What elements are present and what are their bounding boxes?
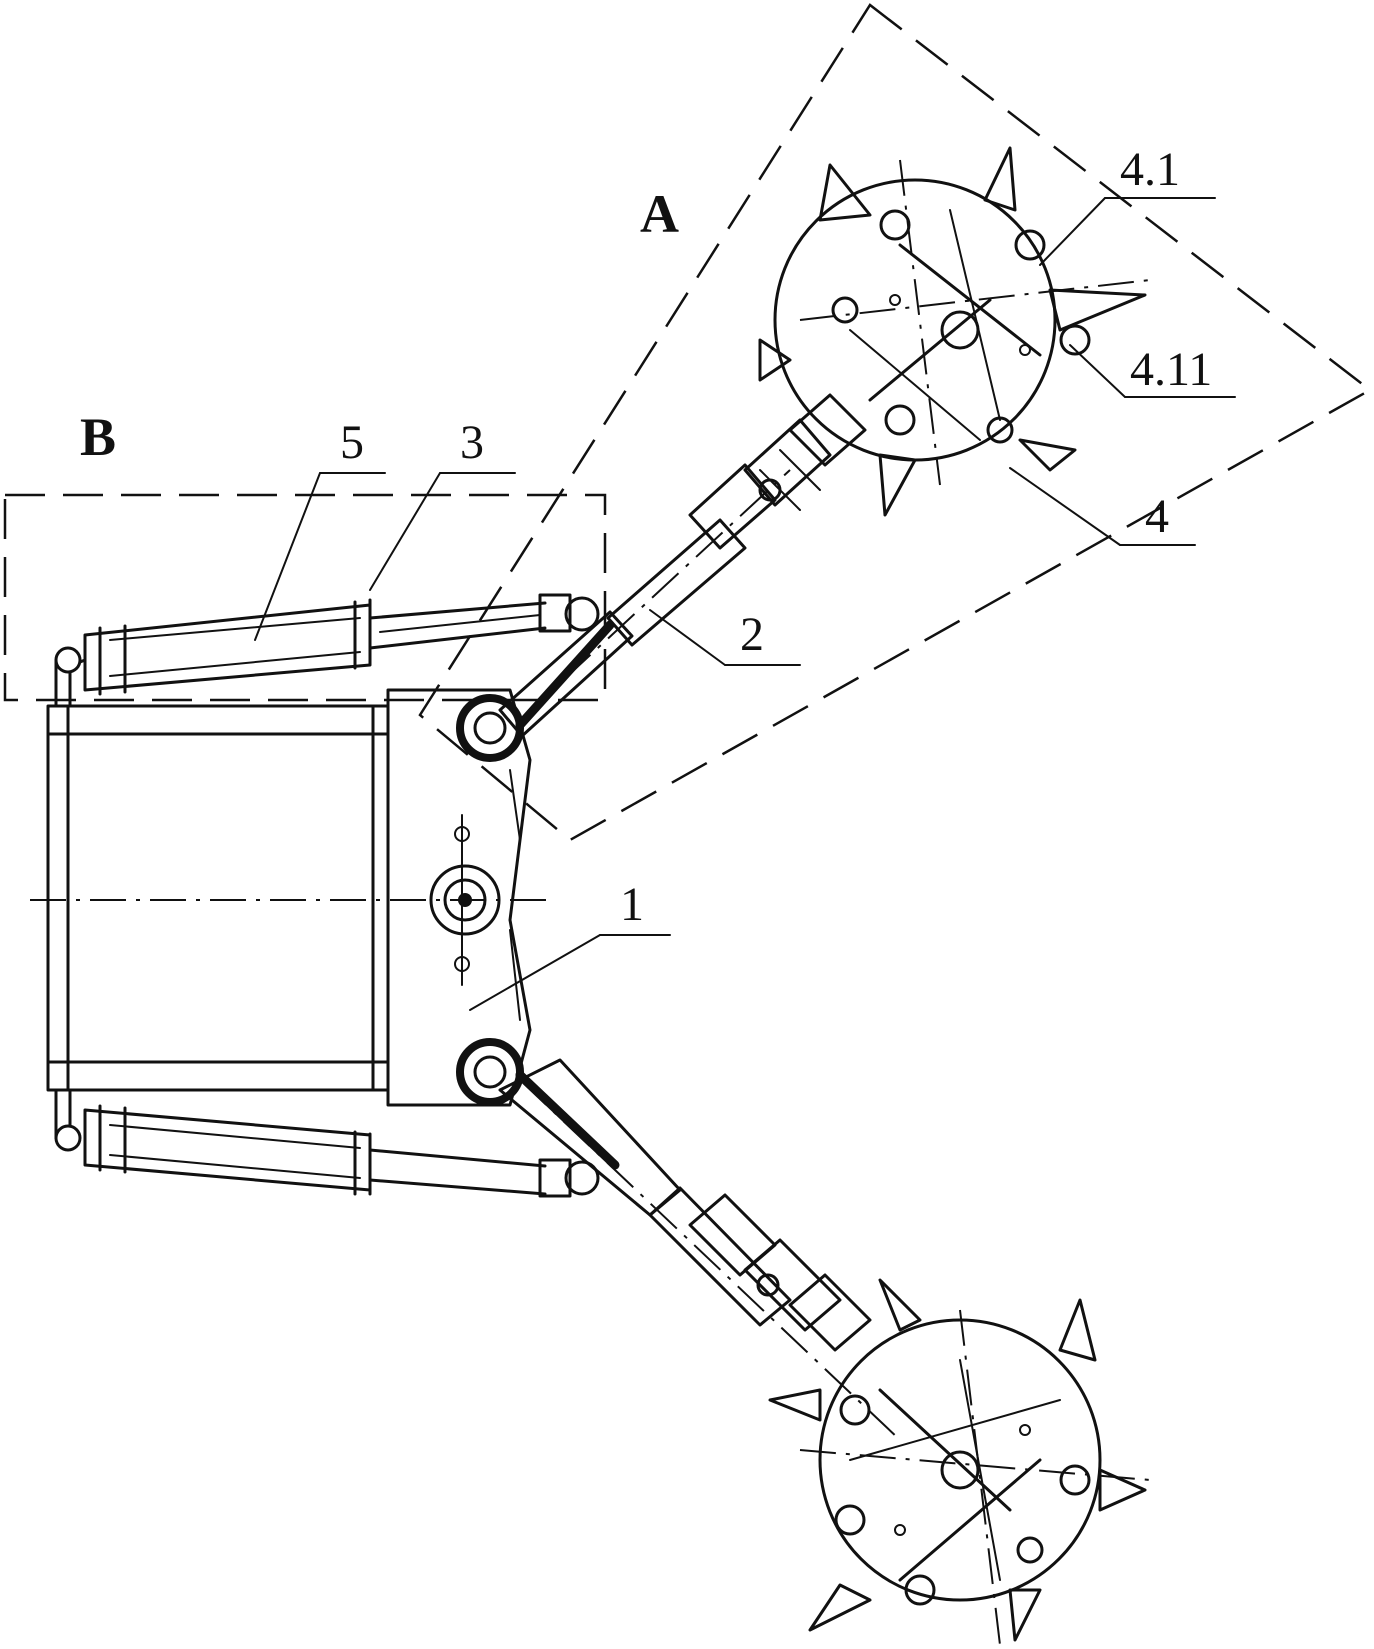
callout-4: 4 <box>1145 490 1169 543</box>
callout-3: 3 <box>460 416 484 469</box>
upper-cylinder <box>56 595 598 706</box>
callout-4-1: 4.1 <box>1120 143 1180 196</box>
callout-1: 1 <box>620 878 644 931</box>
base-frame <box>48 690 530 1105</box>
callout-2: 2 <box>740 608 764 661</box>
callout-4-11: 4.11 <box>1130 343 1212 396</box>
callout-5: 5 <box>340 416 364 469</box>
lower-cutter-head <box>770 1280 1150 1645</box>
region-label-A: A <box>640 184 679 244</box>
lower-cylinder <box>56 1090 598 1196</box>
region-A-boundary <box>420 5 1370 840</box>
lower-arm <box>500 1060 900 1440</box>
upper-arm <box>500 395 865 736</box>
region-label-B: B <box>80 407 116 467</box>
